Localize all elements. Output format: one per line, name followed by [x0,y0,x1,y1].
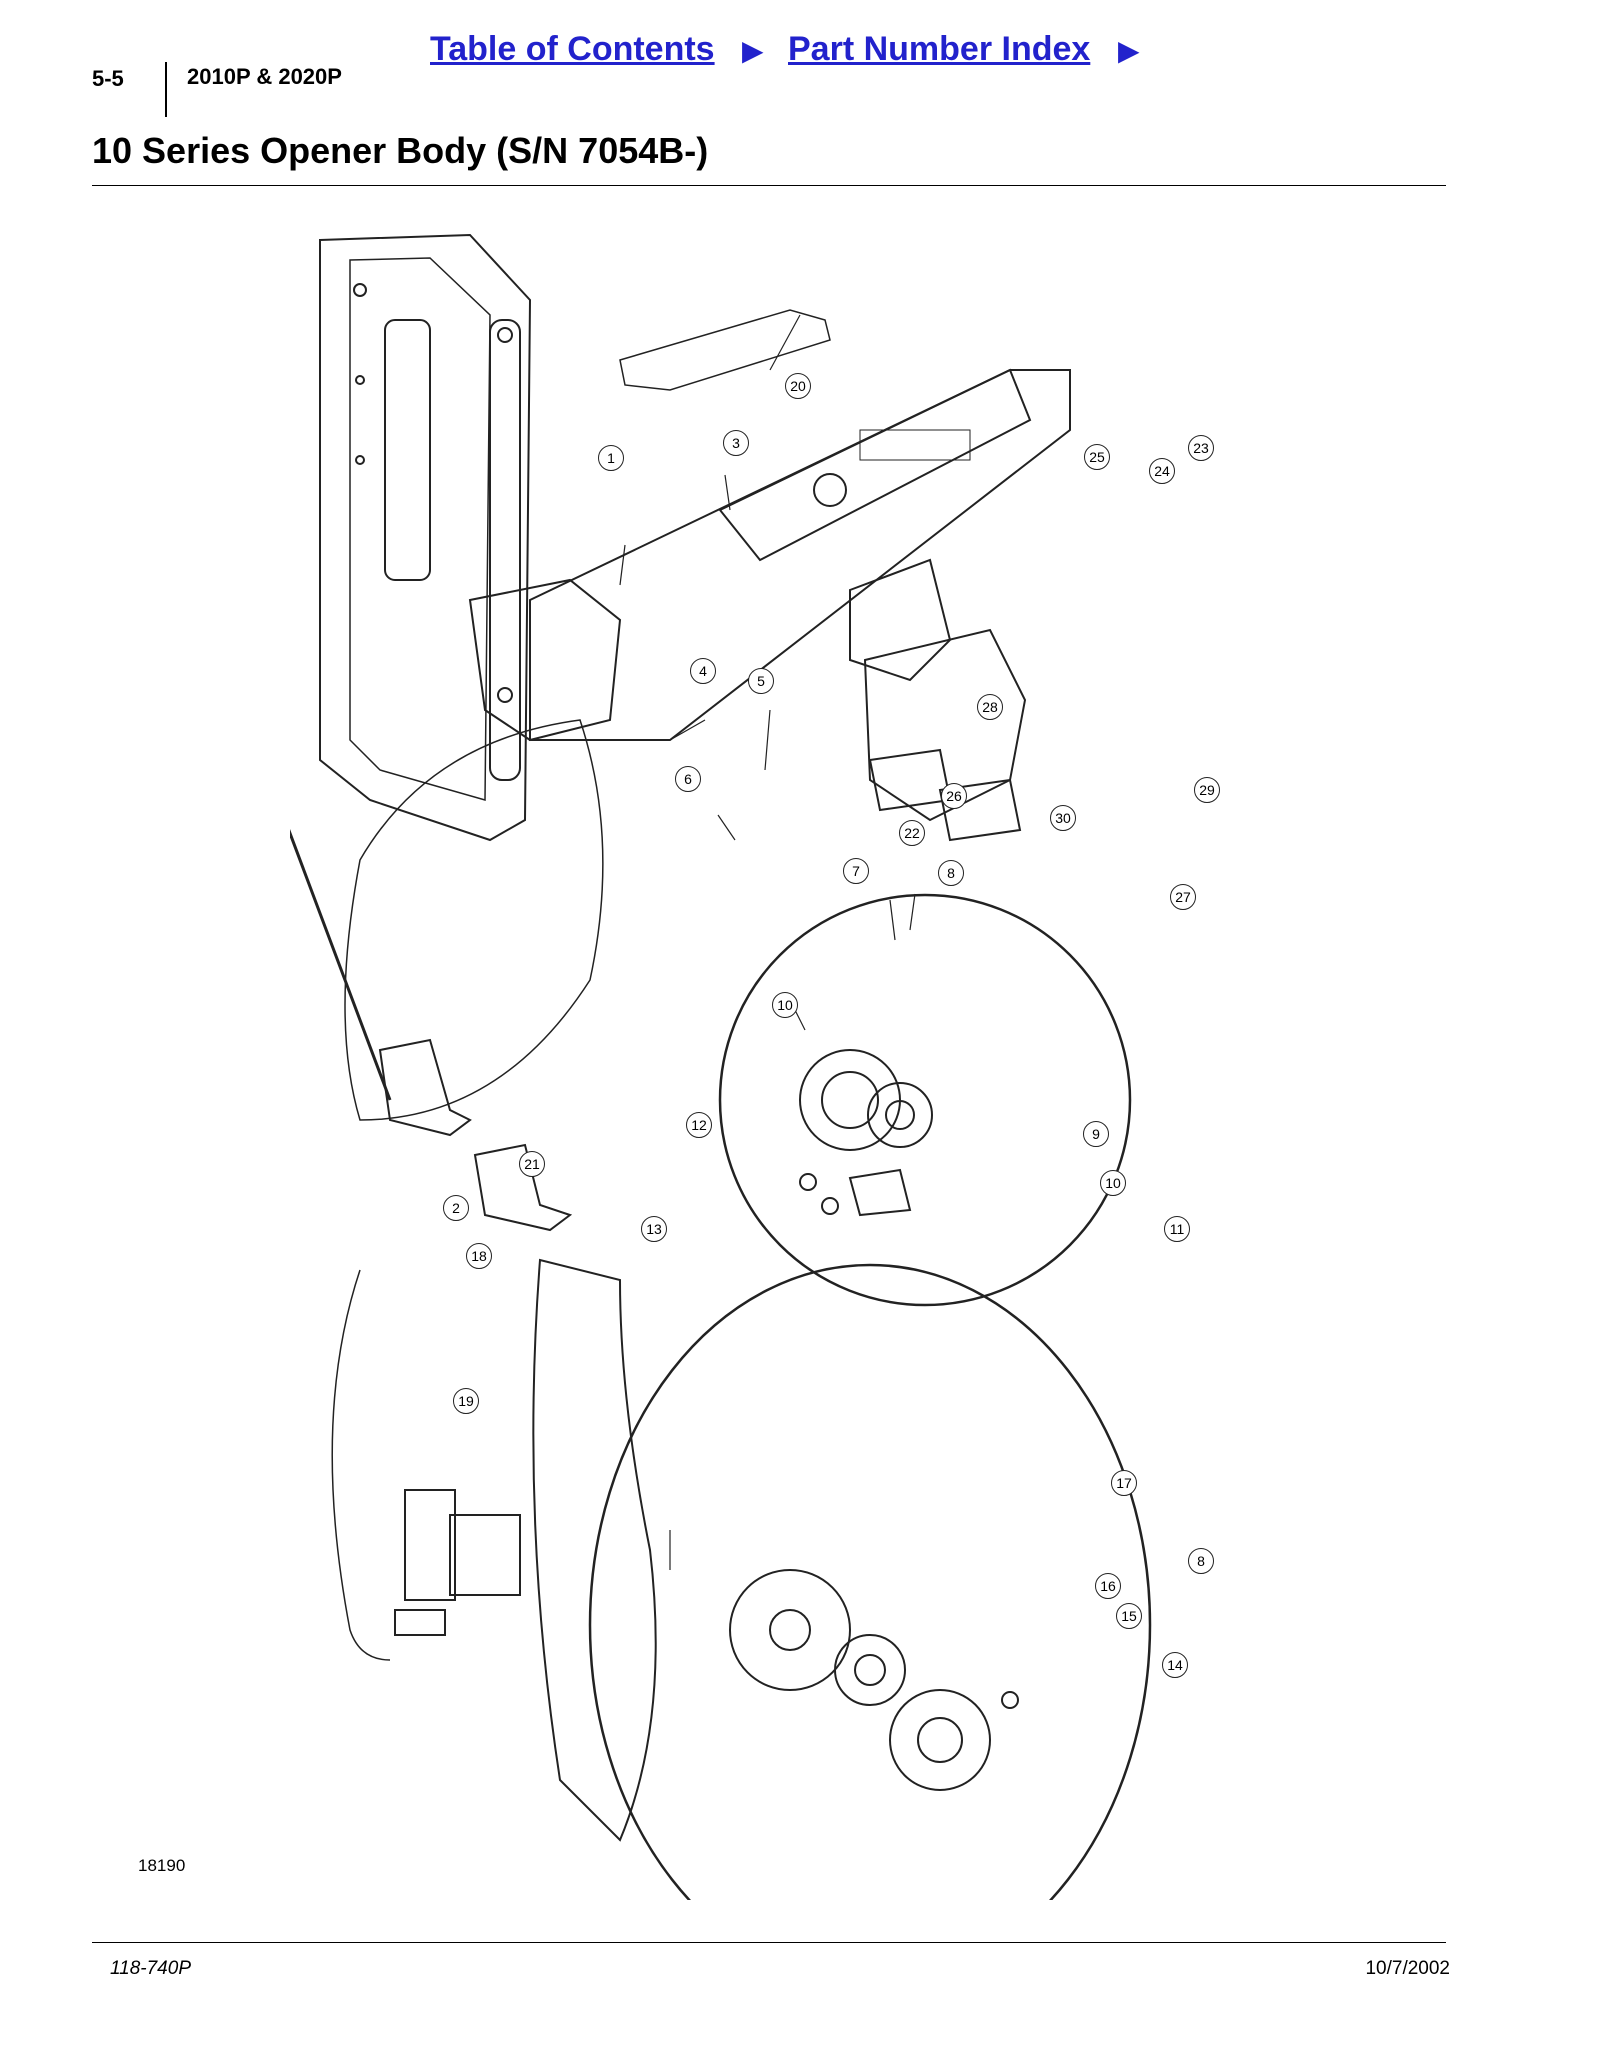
page-title: 10 Series Opener Body (S/N 7054B-) [92,130,709,171]
opener-disc-upper [718,893,1132,1307]
scraper-13 [473,1143,573,1232]
document-date: 10/7/2002 [1365,1958,1450,1979]
opener-body-exploded-diagram [290,233,1152,1900]
opener-frame [468,368,1071,742]
scraper-21 [378,1038,472,1137]
part-callouts [619,314,916,1570]
figure-number: 18190 [138,1856,186,1875]
toc-arrow-icon: ▶ [742,35,764,66]
seed-tube-plate [619,309,831,391]
title-rule [92,185,1446,186]
header-divider [165,62,167,117]
shank-arm [319,233,532,842]
model-name: 2010P & 2020P [187,64,342,89]
seed-tube-assembly [331,1258,657,1842]
index-arrow-icon: ▶ [1118,35,1140,66]
hub-assembly-upper [799,1049,933,1217]
table-of-contents-link[interactable]: Table of Contents [430,30,715,68]
gauge-wheel-rear [344,719,604,1121]
closing-assembly [849,558,1027,842]
document-id: 118-740P [110,1958,191,1979]
page-number: 5-5 [92,66,124,91]
disc-assembly-lower [588,1263,1152,1900]
footer-rule [92,1942,1446,1943]
part-number-index-link[interactable]: Part Number Index [788,30,1091,68]
